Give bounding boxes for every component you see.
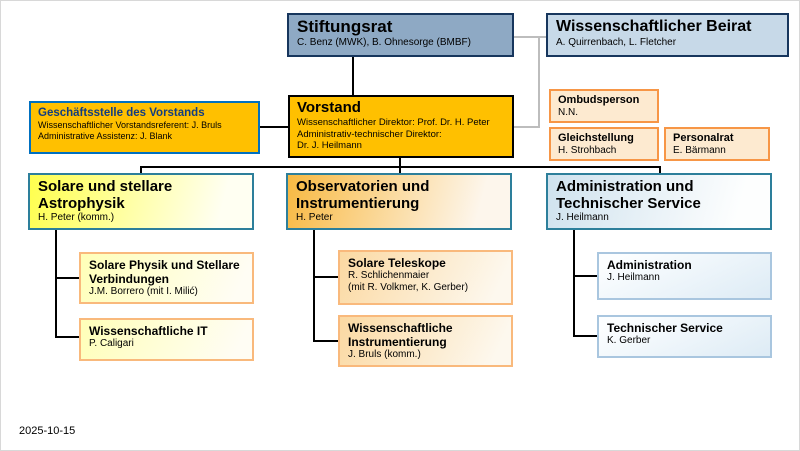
sub-technischer-service-title: Technischer Service [607,321,723,335]
connector-stiftungsrat-vorstand [352,57,354,96]
geschaeftsstelle-line1: Wissenschaftlicher Vorstandsreferent: J.… [38,120,222,130]
sub-wissenschaftliche-instrumentierung-head: J. Bruls (komm.) [348,349,421,360]
sub-wissenschaftliche-it-title: Wissenschaftliche IT [89,324,208,338]
beirat-members: A. Quirrenbach, L. Fletcher [556,37,677,48]
sub-wissenschaftliche-instrumentierung-title: Wissenschaftliche Instrumentierung [348,321,453,349]
connector-solar-tree [55,230,57,338]
ombudsperson-name: N.N. [558,107,578,118]
dept-solare-astrophysik-head: H. Peter (komm.) [38,212,115,223]
connector-beirat-vorstand [514,126,540,128]
connector-obs-stub2 [313,340,338,342]
connector-admin-stub1 [573,275,597,277]
vorstand-title: Vorstand [297,99,361,116]
sub-solare-physik-title: Solare Physik und Stellare Verbindungen [89,258,240,286]
connector-obs-tree [313,230,315,342]
sub-administration-title: Administration [607,258,692,272]
sub-technischer-service-box: Technischer Service K. Gerber [597,315,772,358]
connector-geschaeftsstelle-vorstand [260,126,288,128]
beirat-title: Wissenschaftlicher Beirat [556,18,752,35]
geschaeftsstelle-line2: Administrative Assistenz: J. Blank [38,131,173,141]
connector-beirat-vertical [538,36,540,127]
vorstand-line3: Dr. J. Heilmann [297,140,362,151]
wissenschaftlicher-beirat-box: Wissenschaftlicher Beirat A. Quirrenbach… [546,13,789,57]
connector-stub-dept-solar [140,166,142,174]
personalrat-box: Personalrat E. Bärmann [664,127,770,161]
connector-admin-stub2 [573,335,597,337]
ombudsperson-title: Ombudsperson [558,94,640,106]
sub-wissenschaftliche-it-head: P. Caligari [89,338,134,349]
geschaeftsstelle-box: Geschäftsstelle des Vorstands Wissenscha… [29,101,260,154]
connector-stub-dept-obs [399,166,401,174]
connector-solar-stub2 [55,336,79,338]
gleichstellung-name: H. Strohbach [558,145,617,156]
ombudsperson-box: Ombudsperson N.N. [549,89,659,123]
vorstand-box: Vorstand Wissenschaftlicher Direktor: Pr… [288,95,514,158]
stiftungsrat-box: Stiftungsrat C. Benz (MWK), B. Ohnesorge… [287,13,514,57]
gleichstellung-title: Gleichstellung [558,132,634,144]
connector-admin-tree [573,230,575,337]
dept-observatorien-title: Observatorien und Instrumentierung [296,178,430,212]
dept-observatorien-box: Observatorien und Instrumentierung H. Pe… [286,173,512,230]
sub-solare-teleskope-head: R. Schlichenmaier [348,270,430,281]
stiftungsrat-title: Stiftungsrat [297,17,393,36]
connector-vorstand-down [399,158,401,168]
personalrat-title: Personalrat [673,132,734,144]
geschaeftsstelle-title: Geschäftsstelle des Vorstands [38,107,205,119]
sub-solare-physik-box: Solare Physik und Stellare Verbindungen … [79,252,254,304]
dept-administration-box: Administration und Technischer Service J… [546,173,772,230]
connector-stub-dept-admin [659,166,661,174]
sub-technischer-service-head: K. Gerber [607,335,651,346]
connector-obs-stub1 [313,276,338,278]
sub-wissenschaftliche-it-box: Wissenschaftliche IT P. Caligari [79,318,254,361]
stiftungsrat-members: C. Benz (MWK), B. Ohnesorge (BMBF) [297,37,471,48]
sub-wissenschaftliche-instrumentierung-box: Wissenschaftliche Instrumentierung J. Br… [338,315,513,367]
sub-solare-teleskope-staff: (mit R. Volkmer, K. Gerber) [348,282,469,293]
sub-administration-head: J. Heilmann [607,272,660,283]
personalrat-name: E. Bärmann [673,145,726,156]
dept-administration-head: J. Heilmann [556,212,609,223]
sub-administration-box: Administration J. Heilmann [597,252,772,300]
date-stamp: 2025-10-15 [19,425,76,437]
connector-stiftungsrat-beirat [514,36,546,38]
connector-solar-stub1 [55,277,79,279]
dept-solare-astrophysik-title: Solare und stellare Astrophysik [38,178,173,212]
dept-administration-title: Administration und Technischer Service [556,178,701,212]
sub-solare-teleskope-title: Solare Teleskope [348,256,446,270]
dept-observatorien-head: H. Peter [296,212,333,223]
dept-solare-astrophysik-box: Solare und stellare Astrophysik H. Peter… [28,173,254,230]
vorstand-line1: Wissenschaftlicher Direktor: Prof. Dr. H… [297,117,490,128]
sub-solare-physik-head: J.M. Borrero (mit I. Milić) [89,286,198,297]
sub-solare-teleskope-box: Solare Teleskope R. Schlichenmaier (mit … [338,250,513,305]
vorstand-line2: Administrativ-technischer Direktor: [297,128,442,140]
gleichstellung-box: Gleichstellung H. Strohbach [549,127,659,161]
